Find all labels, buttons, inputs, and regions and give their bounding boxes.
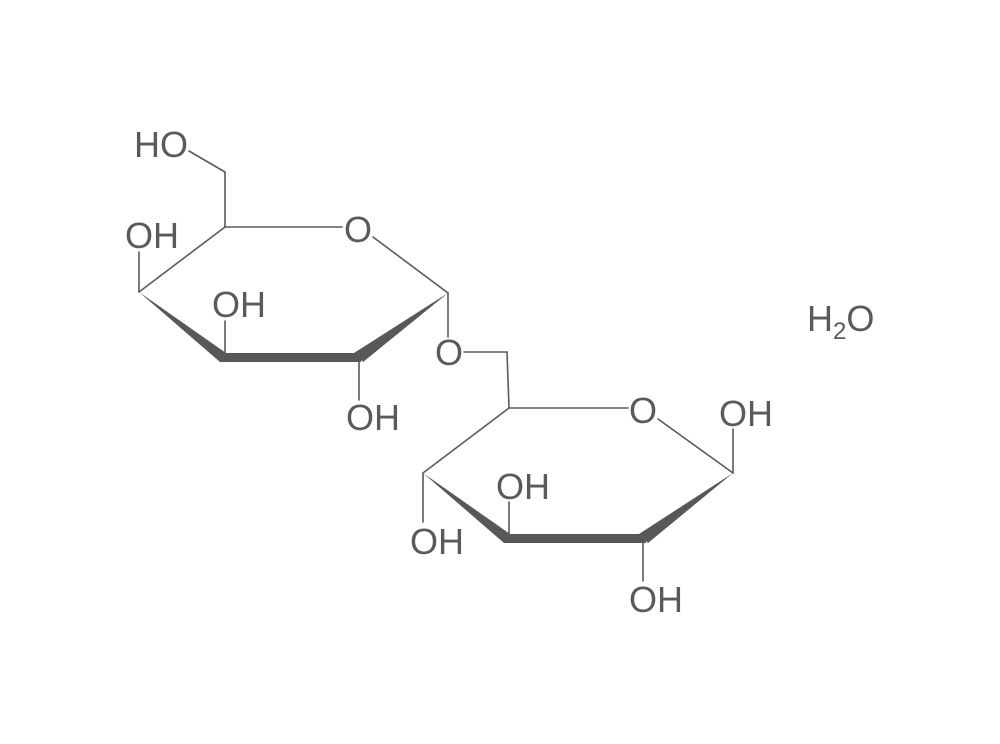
- glycosidic-linkage: O: [435, 332, 510, 409]
- label-water: H2O: [807, 298, 874, 345]
- bond-c5-c4: [138, 226, 226, 293]
- wedge-c2prime-c1prime: [639, 473, 733, 543]
- label-ring2-oxygen: O: [629, 390, 657, 431]
- ring-2: O OH OH OH OH: [410, 390, 773, 620]
- bond-c5prime-c4prime: [422, 407, 510, 474]
- label-ho-ch2: HO: [134, 124, 188, 165]
- label-ring1-oh-c2: OH: [346, 397, 400, 438]
- ring-1: HO O OH OH OH: [125, 124, 449, 438]
- water-subscript: 2: [833, 318, 846, 345]
- wedge-c4prime-c3prime: [423, 473, 510, 543]
- water-h: H: [807, 298, 833, 339]
- label-ring2-oh-c4: OH: [410, 521, 464, 562]
- wedge-c4-c3: [139, 292, 226, 362]
- label-ring2-oh-c3: OH: [496, 466, 550, 507]
- bold-c3-c2: [220, 353, 361, 362]
- label-ring1-oh-c4: OH: [125, 215, 179, 256]
- wedge-c2-c1: [354, 293, 448, 362]
- label-ring2-oh-c1: OH: [719, 393, 773, 434]
- label-ring1-oxygen: O: [344, 209, 372, 250]
- water-molecule: H2O: [807, 298, 874, 345]
- label-ring2-oh-c2: OH: [629, 579, 683, 620]
- bold-c3prime-c2prime: [504, 534, 646, 543]
- label-ring1-oh-c3: OH: [212, 284, 266, 325]
- bond-o-c1: [372, 236, 449, 294]
- bond-ho-c6: [188, 150, 226, 173]
- label-glycosidic-oxygen: O: [435, 332, 463, 373]
- water-o: O: [846, 298, 874, 339]
- bond-c6prime-c5prime: [506, 351, 510, 409]
- bond-o-c1prime: [657, 418, 734, 474]
